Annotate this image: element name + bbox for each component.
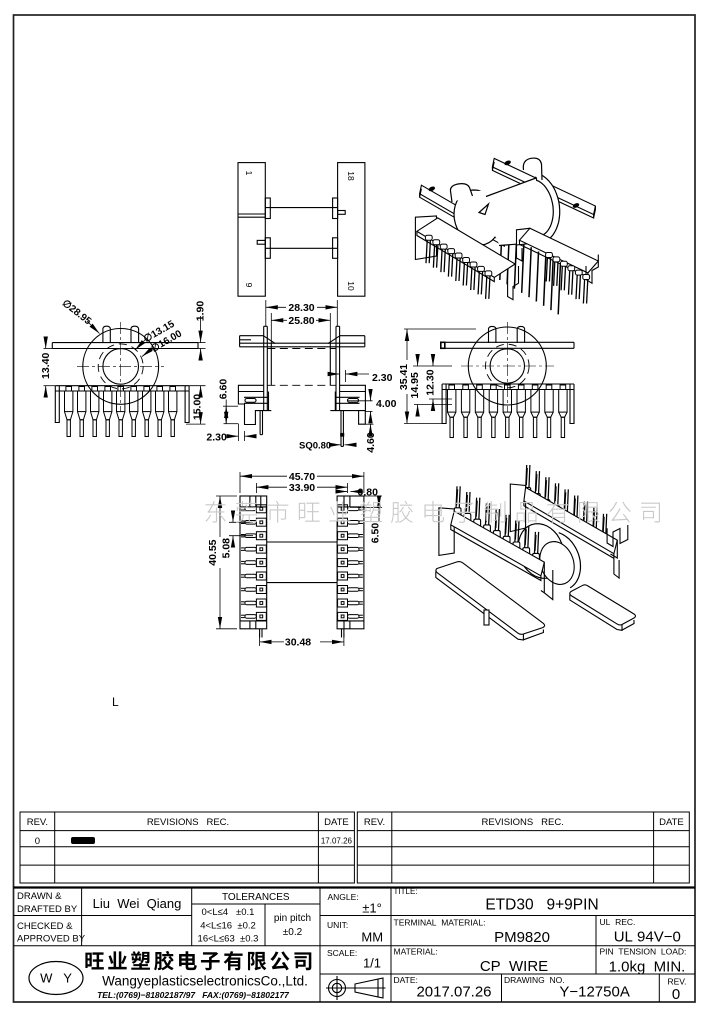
svg-text:±0.2: ±0.2 bbox=[283, 927, 303, 938]
svg-text:9: 9 bbox=[244, 283, 254, 288]
svg-text:0<L≤4 ±0.1: 0<L≤4 ±0.1 bbox=[202, 907, 255, 918]
svg-text:UNIT:: UNIT: bbox=[327, 920, 348, 930]
svg-text:0.80: 0.80 bbox=[358, 487, 379, 499]
svg-text:4.00: 4.00 bbox=[376, 398, 397, 410]
svg-text:1.0kg MIN.: 1.0kg MIN. bbox=[609, 959, 686, 976]
svg-text:0: 0 bbox=[672, 986, 680, 1003]
svg-text:4.60: 4.60 bbox=[365, 432, 377, 453]
svg-text:12.30: 12.30 bbox=[424, 369, 436, 395]
svg-text:CP WIRE: CP WIRE bbox=[480, 958, 548, 975]
svg-text:APPROVED BY: APPROVED BY bbox=[17, 934, 86, 945]
svg-text:17.07.26: 17.07.26 bbox=[321, 837, 353, 846]
svg-text:45.70: 45.70 bbox=[289, 471, 315, 483]
svg-text:PM9820: PM9820 bbox=[494, 929, 550, 946]
svg-text:1.90: 1.90 bbox=[195, 301, 207, 322]
svg-text:pin pitch: pin pitch bbox=[274, 913, 311, 924]
svg-text:TEL:(0769)−81802187/97 FAX:(: TEL:(0769)−81802187/97 FAX:(0769)−818021… bbox=[97, 990, 290, 1000]
svg-text:REV.: REV. bbox=[364, 817, 385, 828]
svg-text:1/1: 1/1 bbox=[363, 956, 381, 971]
svg-text:WangyeplasticselectronicsCo.,L: WangyeplasticselectronicsCo.,Ltd. bbox=[102, 974, 308, 989]
svg-text:UL 94V−0: UL 94V−0 bbox=[614, 929, 681, 946]
svg-text:DATE:: DATE: bbox=[394, 975, 418, 985]
svg-text:33.90: 33.90 bbox=[289, 482, 315, 494]
svg-text:35.41: 35.41 bbox=[398, 364, 410, 390]
svg-text:6.50: 6.50 bbox=[370, 523, 382, 544]
svg-text:TITLE:: TITLE: bbox=[394, 887, 418, 896]
svg-text:1: 1 bbox=[244, 171, 254, 176]
svg-text:2017.07.26: 2017.07.26 bbox=[416, 984, 491, 1001]
svg-text:DRAWING NO.: DRAWING NO. bbox=[504, 975, 565, 985]
svg-text:DRAFTED BY: DRAFTED BY bbox=[17, 904, 78, 915]
svg-text:25.80: 25.80 bbox=[288, 315, 314, 327]
svg-text:6.60: 6.60 bbox=[217, 379, 229, 400]
svg-text:SCALE:: SCALE: bbox=[327, 948, 357, 958]
svg-text:30.48: 30.48 bbox=[285, 637, 311, 649]
svg-text:DATE: DATE bbox=[324, 817, 349, 828]
svg-text:SQ0.80: SQ0.80 bbox=[299, 440, 331, 451]
svg-text:0: 0 bbox=[35, 836, 40, 847]
svg-text:14.95: 14.95 bbox=[409, 372, 421, 398]
svg-text:UL REC.: UL REC. bbox=[600, 917, 636, 927]
svg-text:13.40: 13.40 bbox=[40, 353, 52, 379]
svg-text:Liu Wei Qiang: Liu Wei Qiang bbox=[93, 896, 182, 911]
svg-text:40.55: 40.55 bbox=[207, 539, 219, 565]
svg-text:REVISIONS REC.: REVISIONS REC. bbox=[147, 817, 229, 828]
svg-text:±1°: ±1° bbox=[362, 901, 382, 916]
svg-text:Y−12750A: Y−12750A bbox=[559, 984, 629, 1001]
svg-text:PIN TENSION LOAD:: PIN TENSION LOAD: bbox=[600, 947, 687, 957]
svg-text:ANGLE:: ANGLE: bbox=[328, 892, 359, 902]
svg-text:TERMINAL MATERIAL:: TERMINAL MATERIAL: bbox=[394, 918, 486, 928]
svg-text:CHECKED &: CHECKED & bbox=[17, 921, 73, 932]
svg-text:REV.: REV. bbox=[667, 977, 686, 987]
svg-text:2.30: 2.30 bbox=[206, 432, 227, 444]
svg-text:10: 10 bbox=[346, 281, 356, 291]
svg-text:DATE: DATE bbox=[659, 817, 684, 828]
svg-text:16<L≤63 ±0.3: 16<L≤63 ±0.3 bbox=[198, 934, 259, 945]
svg-text:REV.: REV. bbox=[27, 817, 48, 828]
svg-text:MATERIAL:: MATERIAL: bbox=[394, 947, 438, 957]
svg-text:MM: MM bbox=[361, 930, 383, 945]
svg-text:15.00: 15.00 bbox=[191, 394, 203, 420]
svg-text:REVISIONS REC.: REVISIONS REC. bbox=[482, 817, 564, 828]
svg-text:5.08: 5.08 bbox=[220, 538, 232, 559]
svg-text:TOLERANCES: TOLERANCES bbox=[222, 892, 290, 903]
svg-text:28.30: 28.30 bbox=[288, 302, 314, 314]
svg-text:∅28.95: ∅28.95 bbox=[60, 298, 94, 328]
svg-text:4<L≤16 ±0.2: 4<L≤16 ±0.2 bbox=[200, 921, 256, 932]
svg-text:DRAWN &: DRAWN & bbox=[17, 891, 62, 902]
svg-text:18: 18 bbox=[346, 171, 356, 181]
svg-text:2.30: 2.30 bbox=[372, 372, 393, 384]
svg-text:ETD30 9+9PIN: ETD30 9+9PIN bbox=[485, 897, 598, 914]
svg-text:L: L bbox=[112, 695, 119, 709]
svg-text:W Y: W Y bbox=[40, 971, 72, 986]
